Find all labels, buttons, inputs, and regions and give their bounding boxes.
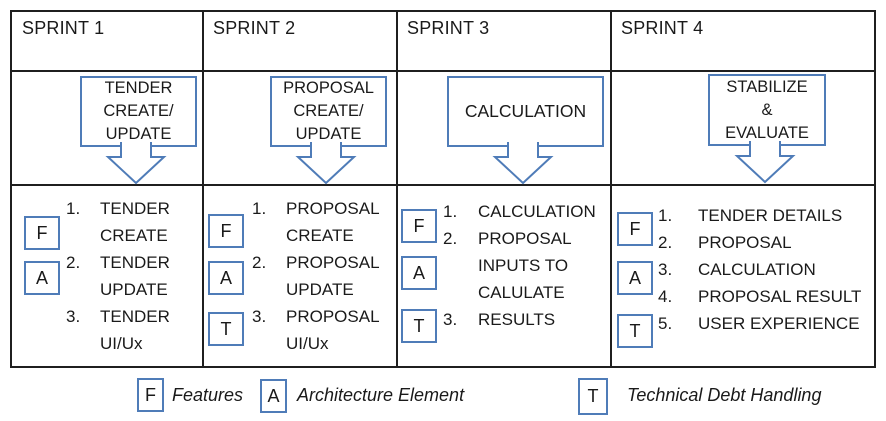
- sprint-1-callout: TENDER CREATE/ UPDATE: [80, 76, 197, 147]
- item-text: RESULTS: [478, 310, 556, 329]
- item-number: 1.: [252, 199, 267, 218]
- badge-box: T: [617, 314, 653, 348]
- sprint-2-header: SPRINT 2: [213, 18, 296, 38]
- legend-techdebt-label: Technical Debt Handling: [627, 385, 822, 405]
- column-divider: [396, 10, 398, 368]
- badge-box: F: [208, 214, 244, 248]
- list-item: 3. RESULTS: [443, 306, 610, 333]
- item-number: 2.: [252, 253, 267, 272]
- item-number: 1.: [658, 206, 673, 225]
- sprint-2-items: 1. PROPOSAL CREATE 2. PROPOSAL UPDATE 3.…: [252, 195, 394, 357]
- column-divider: [202, 10, 204, 368]
- list-item: 2. PROPOSAL INPUTS TO CALULATE: [443, 225, 610, 306]
- down-arrow-icon: [734, 141, 796, 184]
- item-text: TENDER UPDATE: [100, 253, 170, 299]
- sprint-3-header: SPRINT 3: [407, 18, 490, 38]
- column-divider: [610, 10, 612, 368]
- item-text: TENDER UI/Ux: [100, 307, 170, 353]
- item-text: USER EXPERIENCE: [698, 314, 860, 333]
- item-text: PROPOSAL UI/Ux: [286, 307, 380, 353]
- list-item: 4. PROPOSAL RESULT: [658, 283, 876, 310]
- badge-box: F: [24, 216, 60, 250]
- list-item: 2. TENDER UPDATE: [66, 249, 202, 303]
- item-number: 3.: [658, 260, 673, 279]
- list-item: 1. PROPOSAL CREATE: [252, 195, 394, 249]
- badge-box: T: [208, 312, 244, 346]
- item-text: CALCULATION: [698, 260, 816, 279]
- sprint-2-callout: PROPOSAL CREATE/ UPDATE: [270, 76, 387, 147]
- row-divider: [10, 70, 876, 72]
- item-number: 3.: [252, 307, 267, 326]
- item-text: TENDER DETAILS: [698, 206, 843, 225]
- sprint-1-header: SPRINT 1: [22, 18, 105, 38]
- list-item: 3. CALCULATION: [658, 256, 876, 283]
- item-text: PROPOSAL UPDATE: [286, 253, 380, 299]
- item-number: 3.: [66, 307, 81, 326]
- sprint-1-items: 1. TENDER CREATE 2. TENDER UPDATE 3. TEN…: [66, 195, 202, 357]
- sprint-4-header: SPRINT 4: [621, 18, 704, 38]
- sprint-1-callout-label: TENDER CREATE/ UPDATE: [103, 79, 174, 143]
- badge-box: A: [24, 261, 60, 295]
- list-item: 1. TENDER DETAILS: [658, 202, 876, 229]
- sprint-3-callout-label: CALCULATION: [464, 101, 587, 121]
- sprint-3-callout: CALCULATION: [447, 76, 604, 147]
- list-item: 2. PROPOSAL: [658, 229, 876, 256]
- list-item: 3. PROPOSAL UI/Ux: [252, 303, 394, 357]
- item-number: 5.: [658, 314, 673, 333]
- down-arrow-icon: [105, 142, 167, 185]
- legend-techdebt-box: T: [578, 378, 608, 415]
- item-text: PROPOSAL RESULT: [698, 287, 862, 306]
- item-text: CALCULATION: [478, 202, 596, 221]
- legend-architecture-box: A: [260, 379, 287, 413]
- row-divider: [10, 184, 876, 186]
- sprint-4-items: 1. TENDER DETAILS 2. PROPOSAL 3. CALCULA…: [658, 202, 876, 337]
- list-item: 2. PROPOSAL UPDATE: [252, 249, 394, 303]
- item-number: 1.: [66, 199, 81, 218]
- item-number: 4.: [658, 287, 673, 306]
- sprint-2-callout-label: PROPOSAL CREATE/ UPDATE: [283, 79, 374, 143]
- item-text: TENDER CREATE: [100, 199, 170, 245]
- list-item: 3. TENDER UI/Ux: [66, 303, 202, 357]
- item-text: PROPOSAL CREATE: [286, 199, 380, 245]
- legend-features-label: Features: [172, 385, 244, 405]
- down-arrow-icon: [492, 142, 554, 185]
- item-number: 3.: [443, 310, 458, 329]
- list-item: 1. CALCULATION: [443, 198, 610, 225]
- sprint-3-items: 1. CALCULATION 2. PROPOSAL INPUTS TO CAL…: [443, 198, 610, 333]
- list-item: 5. USER EXPERIENCE: [658, 310, 876, 337]
- item-number: 2.: [66, 253, 81, 272]
- badge-box: F: [401, 209, 437, 243]
- sprint-4-callout: STABILIZE & EVALUATE: [708, 74, 826, 146]
- legend-architecture-label: Architecture Element: [297, 385, 465, 405]
- item-number: 2.: [658, 233, 673, 252]
- table-border: [10, 10, 876, 368]
- badge-box: F: [617, 212, 653, 246]
- legend-features-box: F: [137, 378, 164, 412]
- sprint-4-callout-label: STABILIZE & EVALUATE: [725, 77, 809, 142]
- badge-box: A: [401, 256, 437, 290]
- badge-box: T: [401, 309, 437, 343]
- badge-box: A: [208, 261, 244, 295]
- badge-box: A: [617, 261, 653, 295]
- item-number: 2.: [443, 229, 458, 248]
- item-text: PROPOSAL: [698, 233, 792, 252]
- item-number: 1.: [443, 202, 458, 221]
- list-item: 1. TENDER CREATE: [66, 195, 202, 249]
- item-text: PROPOSAL INPUTS TO CALULATE: [478, 229, 572, 302]
- down-arrow-icon: [295, 142, 357, 185]
